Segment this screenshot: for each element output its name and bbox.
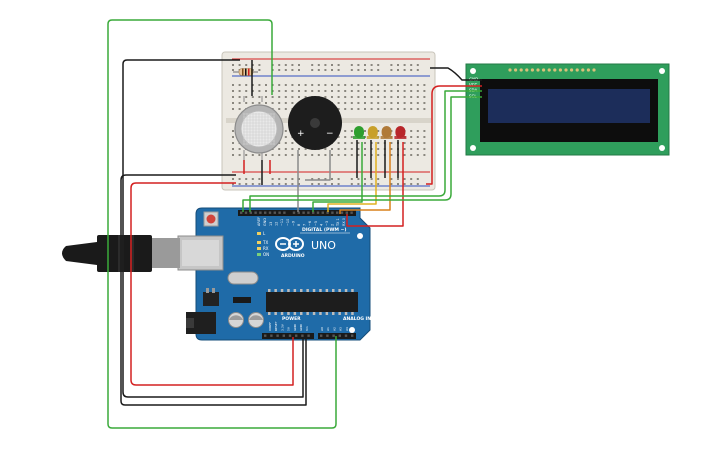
digital-pin-label: ~11	[280, 219, 284, 226]
led-red[interactable]	[394, 126, 407, 139]
wire-lcd-gnd[interactable]	[430, 67, 482, 81]
wire-orange-led[interactable]	[339, 142, 391, 214]
capacitor-1	[228, 312, 244, 328]
wire-yellow-led[interactable]	[327, 142, 377, 212]
analog-header	[318, 333, 356, 339]
capacitor-2	[248, 312, 264, 328]
analog-pin-label: A4	[345, 327, 349, 331]
wire-red-5v[interactable]	[130, 182, 294, 386]
wire-lcd-vcc[interactable]	[426, 85, 482, 185]
analog-pin-label: A1	[326, 327, 330, 331]
power-pin-label: GND	[299, 323, 303, 331]
digital-pin-label: 2	[331, 224, 335, 226]
rx-label: RX	[263, 246, 269, 251]
led-yellow[interactable]	[366, 126, 379, 139]
digital-pin-label: ~9	[291, 221, 295, 226]
gas-sensor[interactable]	[234, 96, 284, 160]
wire-red-led[interactable]	[346, 142, 404, 227]
power-pin-label: Vin	[305, 326, 309, 331]
crystal	[227, 271, 259, 285]
digital-pin-label: ~3	[325, 221, 329, 226]
digital-pin-label: ~10	[286, 219, 290, 226]
l-label: L	[263, 231, 266, 236]
digital-pin-label: 8	[297, 224, 301, 226]
power-pin-label: 5V	[287, 326, 291, 331]
board-gnd-label: GND	[263, 218, 267, 226]
wire-green-sensor[interactable]	[107, 19, 337, 429]
digital-pin-label: 7	[303, 224, 307, 226]
analog-pin-label: A2	[332, 327, 336, 331]
digital-label: DIGITAL (PWM ~)	[302, 227, 347, 233]
lcd-pin-label-vcc: VCC	[469, 83, 478, 88]
wire-lcd-sda[interactable]	[249, 90, 482, 212]
digital-pin-label: 13	[269, 222, 273, 226]
buzzer-minus-label: −	[326, 129, 334, 139]
digital-pin-label: ~6	[308, 221, 312, 226]
reset-button[interactable]	[203, 211, 219, 227]
on-label: ON	[263, 252, 269, 257]
wire-lcd-scl[interactable]	[242, 96, 482, 212]
power-pin-label: 3.3V	[280, 323, 284, 331]
power-pin-label: RESET	[274, 321, 278, 331]
wires	[107, 19, 482, 429]
analog-pin-label: A3	[339, 327, 343, 331]
lcd-header-pins	[508, 68, 596, 72]
power-header	[262, 333, 314, 339]
led-group	[353, 126, 407, 139]
voltage-regulator	[203, 292, 219, 306]
led-green[interactable]	[353, 126, 365, 139]
usb-port[interactable]	[177, 235, 224, 271]
arduino-brand-label: ARDUINO	[281, 253, 305, 259]
wire-black-middle[interactable]	[120, 174, 307, 406]
power-pin-label: IOREF	[268, 322, 272, 331]
power-label: POWER	[282, 316, 301, 322]
wire-black-top[interactable]	[122, 59, 304, 398]
buzzer[interactable]: + −	[288, 96, 342, 150]
wire-green-led[interactable]	[312, 142, 363, 212]
microcontroller-chip	[266, 289, 358, 315]
lcd-screen	[488, 89, 650, 123]
digital-pin-label: 12	[275, 222, 279, 226]
digital-pin-label: RX 0	[342, 218, 346, 226]
power-pin-label: GND	[293, 323, 297, 331]
digital-pin-label: 4	[319, 224, 323, 226]
analog-label: ANALOG IN	[343, 316, 371, 322]
uno-label: UNO	[311, 239, 336, 252]
analog-pin-label: A0	[320, 327, 324, 331]
digital-header	[238, 210, 356, 216]
digital-pin-label: TX 1	[336, 218, 340, 227]
buzzer-plus-label: +	[297, 129, 305, 139]
sensor-mesh	[243, 113, 275, 145]
wire-gray-buzzer-2[interactable]	[305, 150, 331, 181]
analog-pin-label: A5	[351, 327, 355, 331]
tx-label: TX	[262, 240, 268, 245]
aref-label: AREF	[257, 217, 261, 226]
arduino-logo	[275, 237, 304, 251]
digital-pin-label: ~5	[314, 221, 318, 226]
led-orange[interactable]	[380, 126, 393, 139]
power-jack[interactable]	[186, 312, 216, 334]
